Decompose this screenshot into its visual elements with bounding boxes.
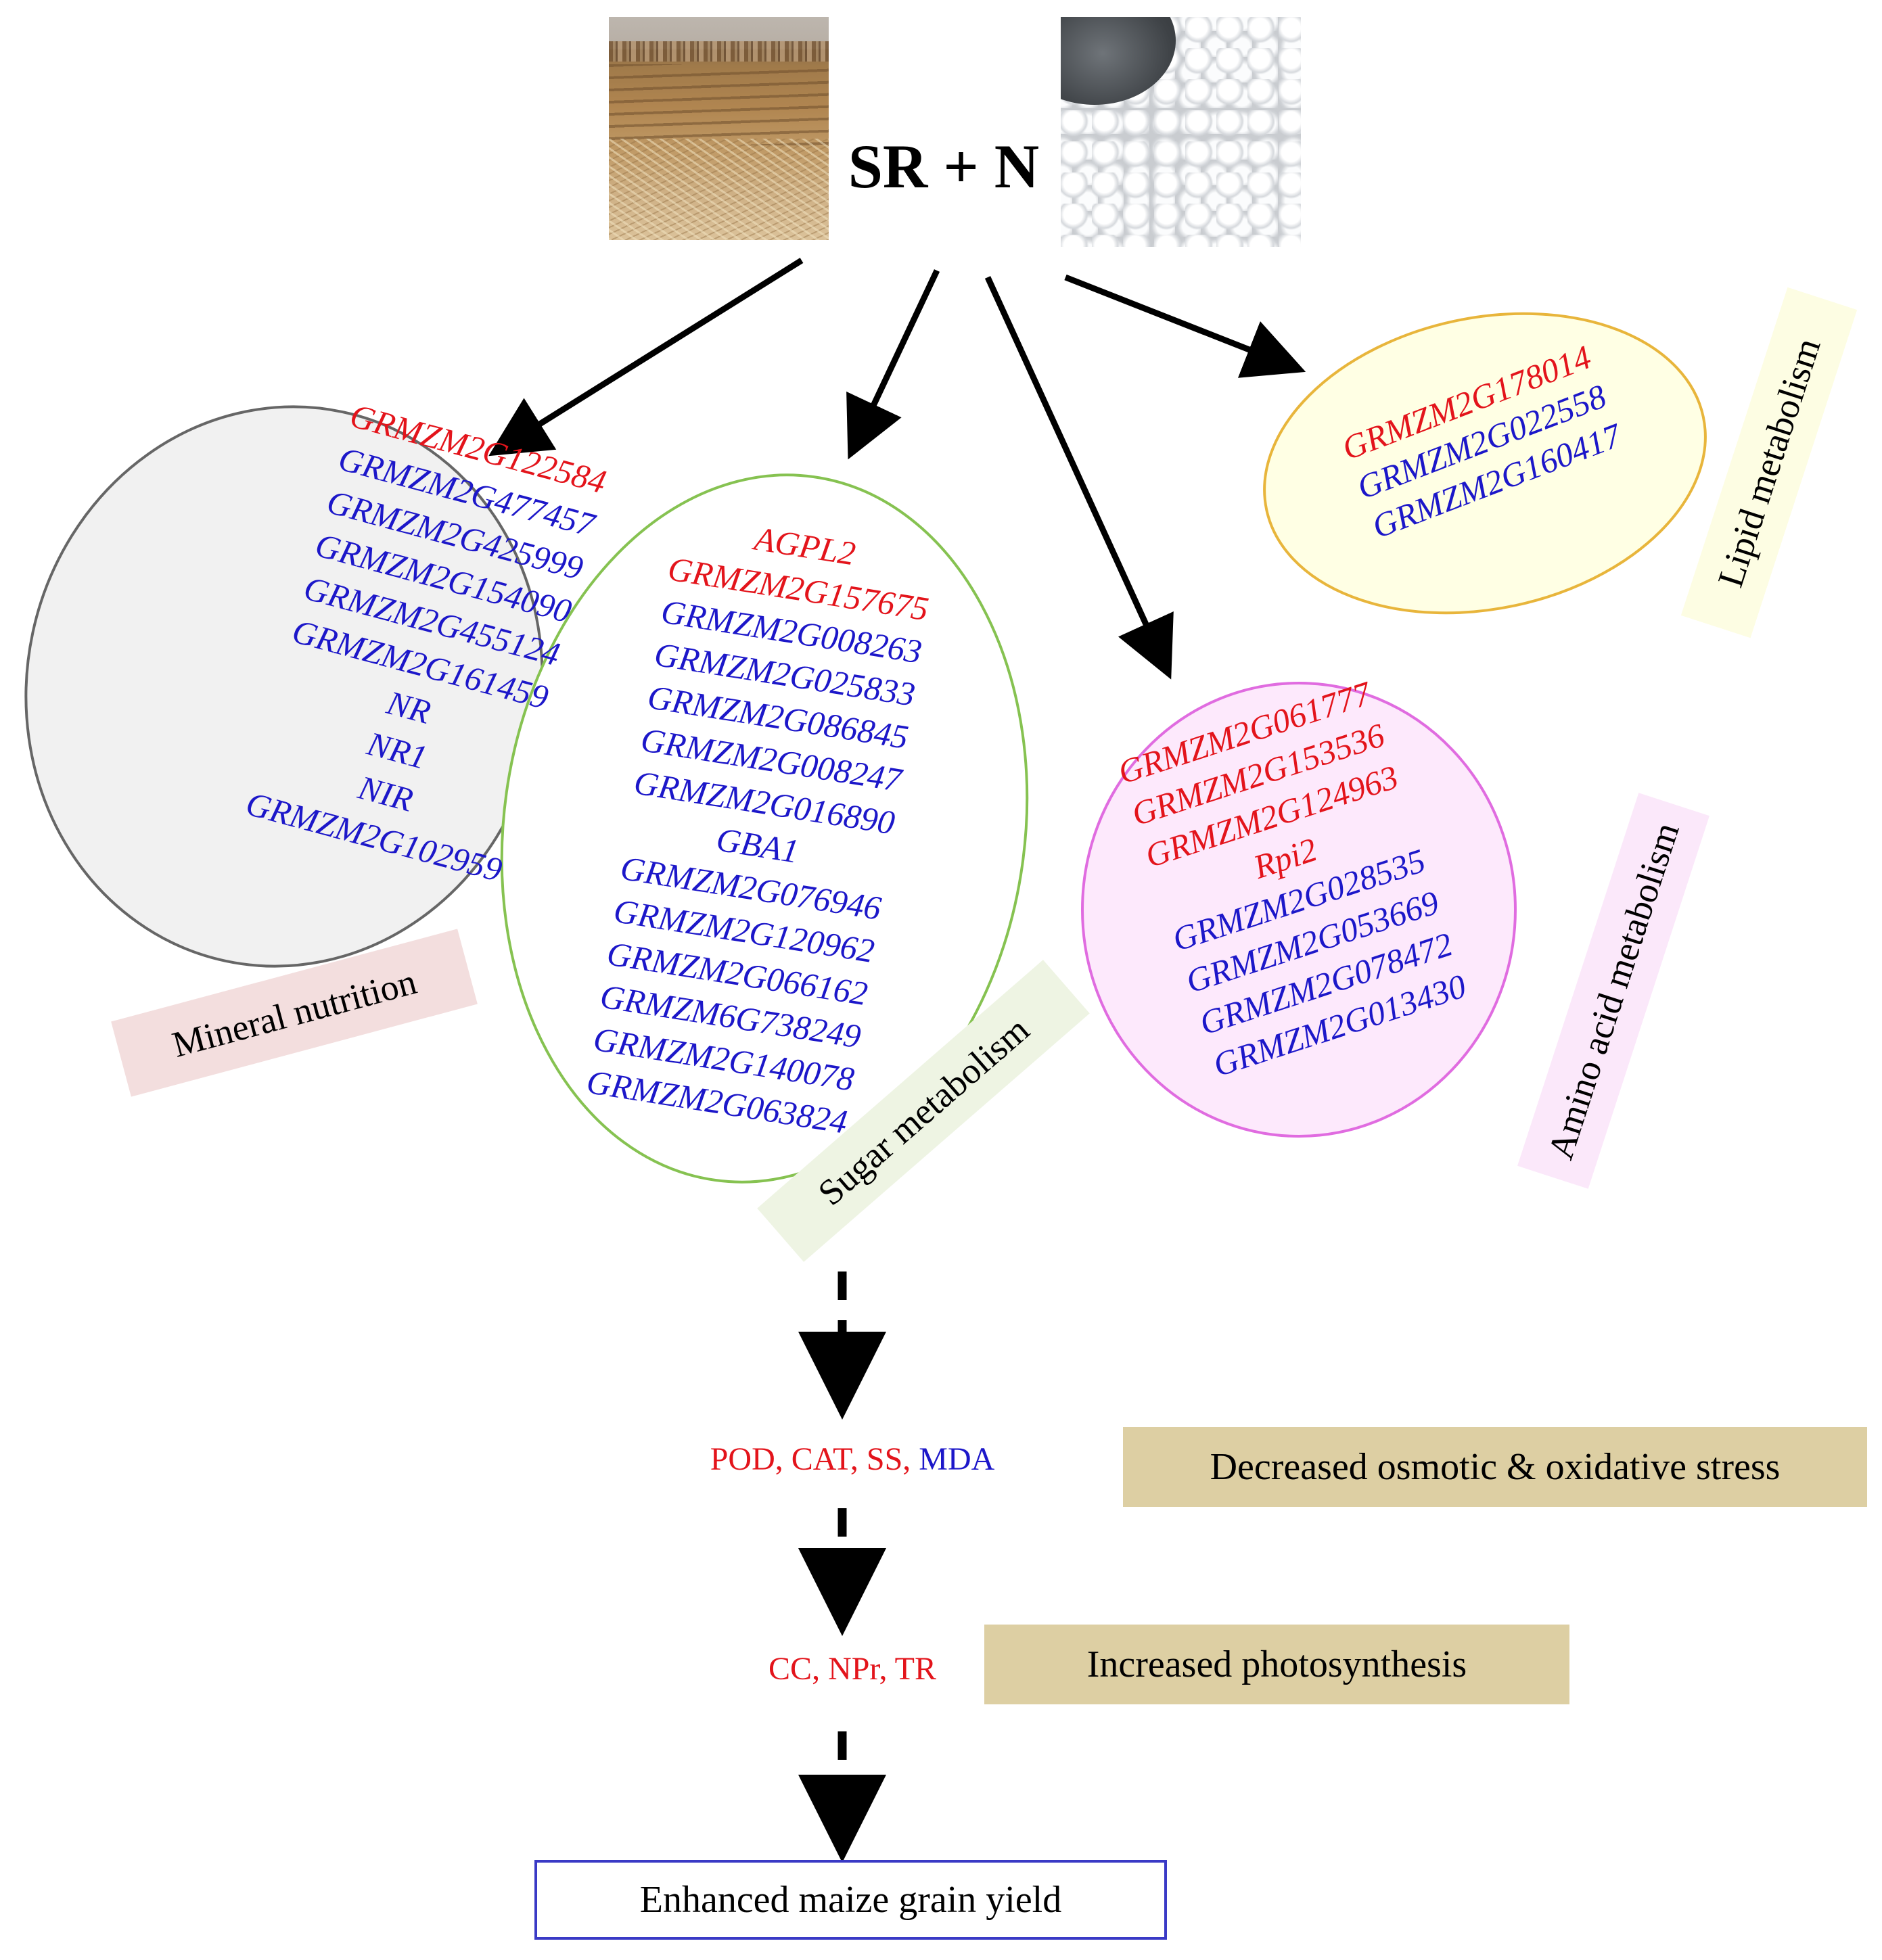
treatment-title: SR + N bbox=[848, 132, 1040, 201]
indicator-item: POD, bbox=[710, 1441, 791, 1477]
arrow-to-lipid bbox=[1064, 274, 1306, 378]
indicator-item: TR bbox=[894, 1651, 936, 1687]
indicator-item: CAT, bbox=[791, 1441, 867, 1477]
sugar-ellipse bbox=[500, 473, 1029, 1184]
arrow-to-mineral bbox=[488, 258, 804, 457]
amino-ellipse bbox=[1081, 682, 1517, 1138]
indicator-item: CC, bbox=[768, 1651, 829, 1687]
photosynthesis-indicators: CC, NPr, TR bbox=[649, 1650, 1055, 1687]
photosynthesis-outcome-box: Increased photosynthesis bbox=[984, 1625, 1569, 1704]
stress-indicators: POD, CAT, SS, MDA bbox=[649, 1441, 1055, 1478]
lipid-ellipse bbox=[1263, 312, 1707, 615]
urea-granules-photo bbox=[1061, 17, 1301, 247]
indicator-item: SS, bbox=[866, 1441, 919, 1477]
arrow-to-sugar bbox=[846, 269, 940, 460]
field-stubble-photo bbox=[609, 17, 829, 240]
indicator-item: MDA bbox=[919, 1441, 995, 1477]
indicator-item: NPr, bbox=[828, 1651, 895, 1687]
arrow-to-amino bbox=[984, 276, 1174, 680]
stress-outcome-box: Decreased osmotic & oxidative stress bbox=[1123, 1427, 1867, 1507]
grain-yield-box: Enhanced maize grain yield bbox=[534, 1860, 1167, 1940]
